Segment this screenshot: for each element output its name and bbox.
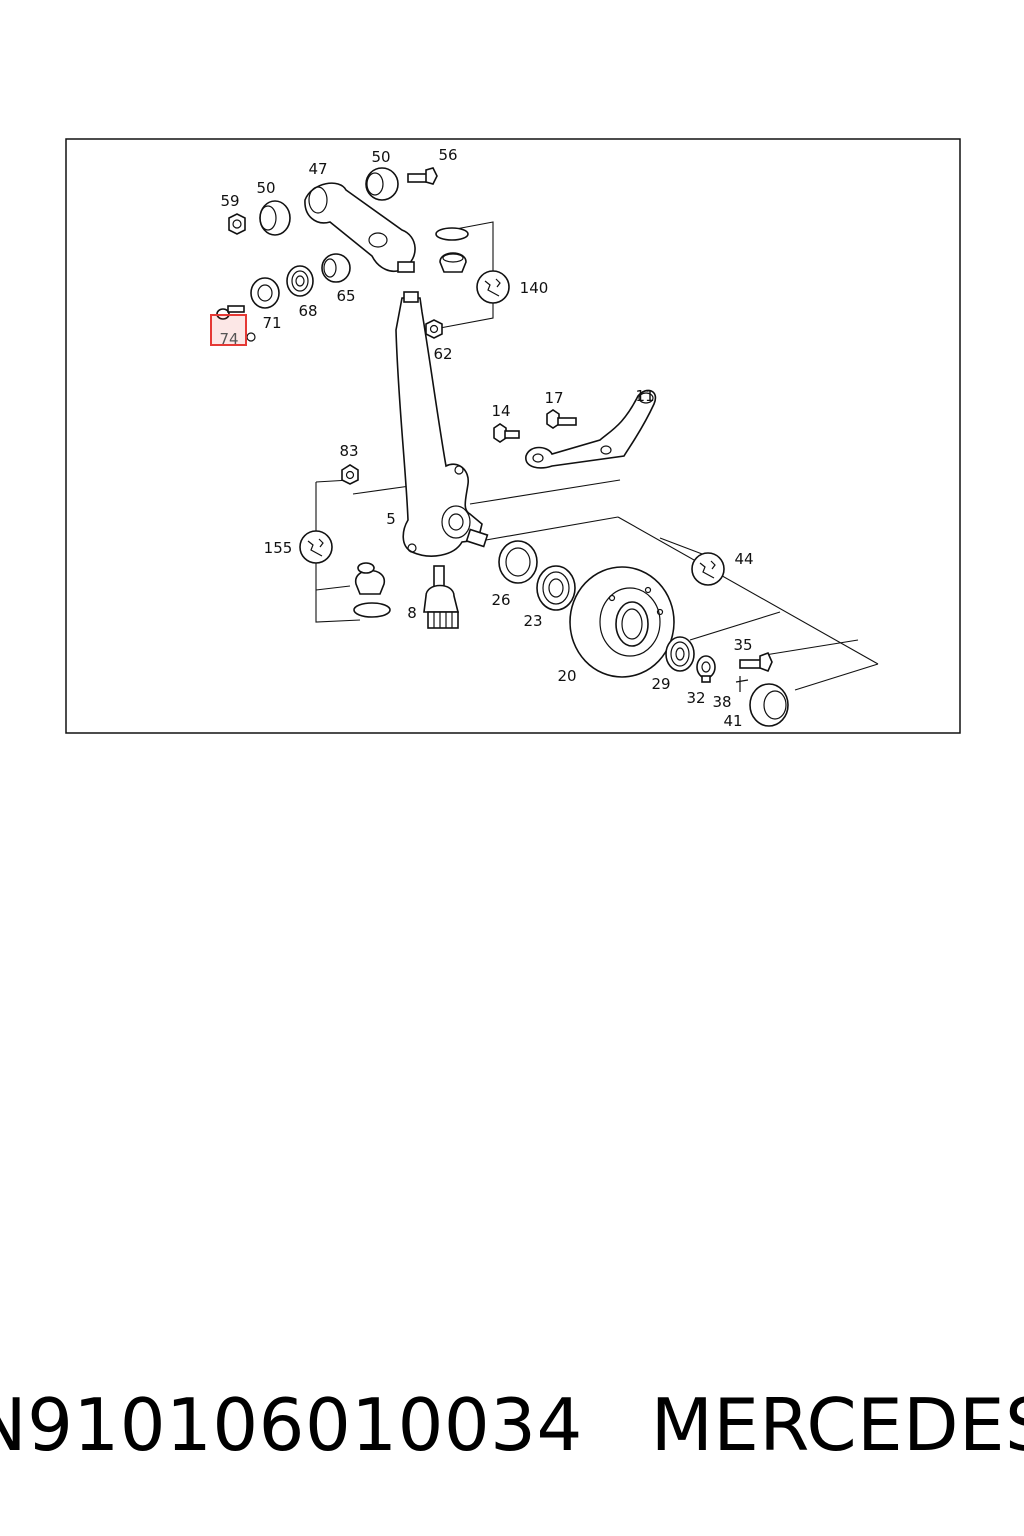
part-38-pin[interactable] [735, 676, 749, 692]
callout-59[interactable]: 59 [220, 192, 239, 210]
callout-20[interactable]: 20 [557, 667, 576, 685]
part-47-control-arm[interactable] [304, 182, 416, 273]
callout-11[interactable]: 11 [635, 387, 654, 405]
highlight-box-74[interactable] [210, 314, 247, 346]
part-65-bushing[interactable] [321, 253, 351, 283]
wrench-icon-44 [691, 552, 725, 586]
wrench-icon-140 [476, 270, 510, 304]
callout-71[interactable]: 71 [262, 314, 281, 332]
part-ball-joint-boot[interactable] [439, 252, 467, 273]
callout-62[interactable]: 62 [433, 345, 452, 363]
callout-47[interactable]: 47 [308, 160, 327, 178]
callout-83[interactable]: 83 [339, 442, 358, 460]
callout-29[interactable]: 29 [651, 675, 670, 693]
part-41-grease-cap[interactable] [749, 683, 789, 727]
callout-17[interactable]: 17 [544, 389, 563, 407]
callout-26[interactable]: 26 [491, 591, 510, 609]
callout-23[interactable]: 23 [523, 612, 542, 630]
part-56-bolt[interactable] [407, 167, 438, 185]
part-lower-boot[interactable] [355, 562, 385, 595]
callout-14[interactable]: 14 [491, 402, 510, 420]
wrench-icon-155 [299, 530, 333, 564]
part-8-ball-joint[interactable] [423, 565, 460, 629]
callout-50-left[interactable]: 50 [256, 179, 275, 197]
part-20-brake-disc[interactable] [569, 566, 675, 678]
part-29-bearing[interactable] [665, 636, 695, 672]
callout-41[interactable]: 41 [723, 712, 742, 730]
callout-65[interactable]: 65 [336, 287, 355, 305]
part-11-steering-arm[interactable] [525, 389, 657, 469]
callout-155[interactable]: 155 [264, 539, 293, 557]
part-26-seal[interactable] [498, 540, 538, 584]
part-68-washer[interactable] [286, 265, 314, 297]
part-14-bolt[interactable] [493, 423, 520, 443]
callout-44[interactable]: 44 [734, 550, 753, 568]
part-35-bolt[interactable] [739, 651, 773, 673]
part-83-nut[interactable] [341, 464, 359, 485]
part-lower-snap-ring[interactable] [353, 602, 391, 618]
part-71-washer[interactable] [250, 277, 280, 309]
part-59-nut[interactable] [228, 213, 246, 235]
part-23-bearing[interactable] [536, 565, 576, 611]
callout-140[interactable]: 140 [520, 279, 549, 297]
caption-bar: N910106010034 MERCEDES [0, 1380, 1024, 1470]
callout-74[interactable]: 74 [219, 330, 238, 348]
callout-8[interactable]: 8 [407, 604, 417, 622]
leader-lines [315, 221, 879, 691]
callout-50-top[interactable]: 50 [371, 148, 390, 166]
parts-diagram: 59 50 47 50 56 71 68 65 74 140 62 14 17 … [65, 138, 961, 734]
part-snap-ring[interactable] [435, 227, 469, 241]
callout-35[interactable]: 35 [733, 636, 752, 654]
part-50-bushing-top[interactable] [365, 167, 399, 201]
part-17-bolt[interactable] [546, 409, 577, 429]
callout-56[interactable]: 56 [438, 146, 457, 164]
callout-68[interactable]: 68 [298, 302, 317, 320]
part-50-bushing-left[interactable] [259, 200, 291, 236]
callout-38[interactable]: 38 [712, 693, 731, 711]
part-number-text: N910106010034 [0, 1383, 583, 1467]
part-32-clamp-nut[interactable] [696, 655, 716, 683]
callout-32[interactable]: 32 [686, 689, 705, 707]
brand-text: MERCEDES [650, 1383, 1024, 1467]
part-5-steering-knuckle[interactable] [395, 291, 489, 557]
callout-labels: 59 50 47 50 56 71 68 65 74 140 62 14 17 … [219, 146, 753, 730]
part-62-nut[interactable] [425, 319, 443, 339]
callout-5[interactable]: 5 [386, 510, 396, 528]
